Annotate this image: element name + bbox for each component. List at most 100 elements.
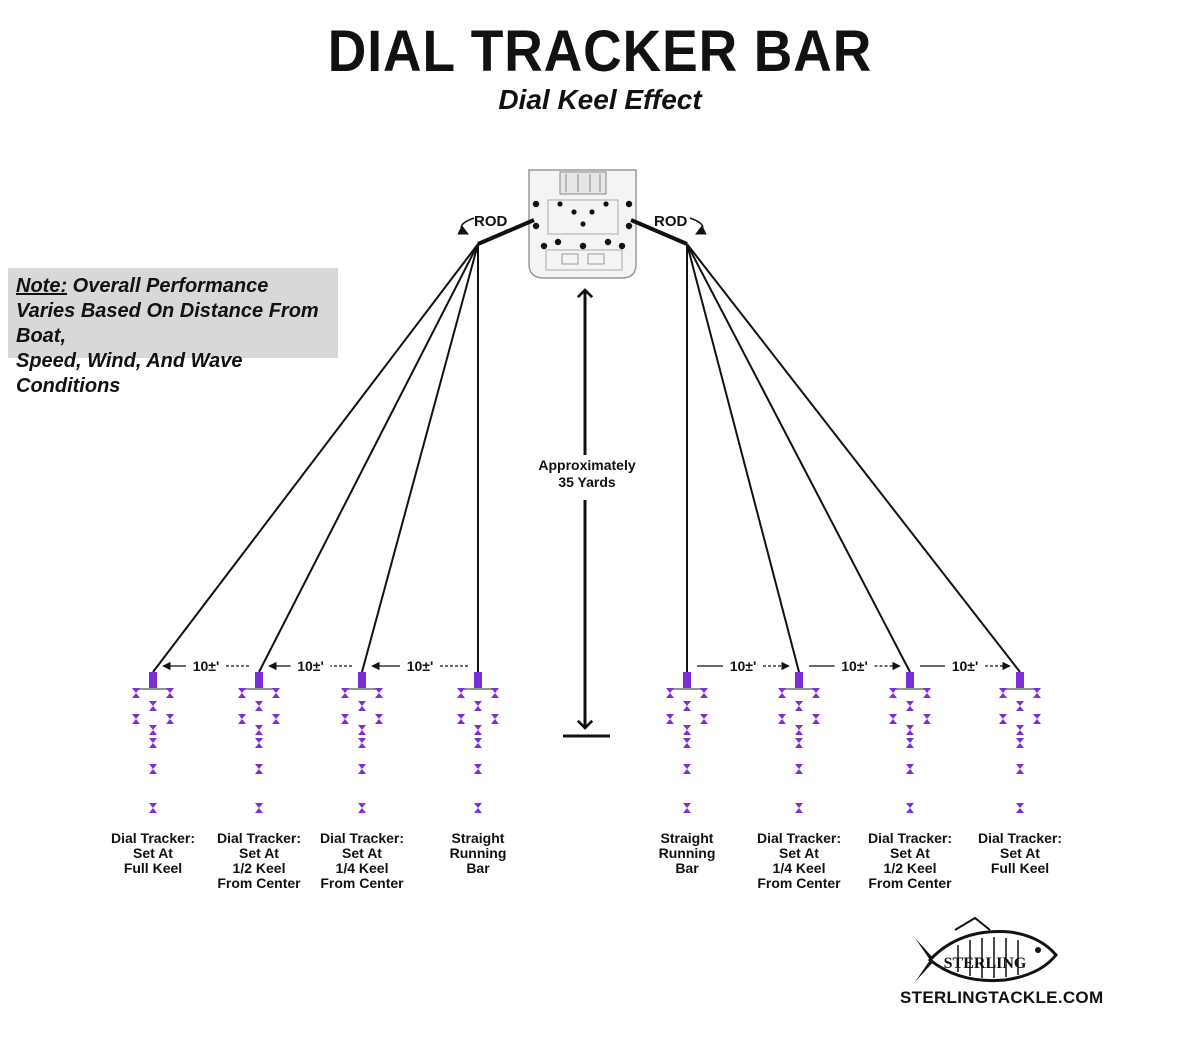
tracker-bar [132,672,174,813]
lure-icon [341,688,349,698]
lure-icon [1016,701,1024,711]
lure-icon [795,738,803,748]
bar-post [683,672,691,688]
lure-icon [683,738,691,748]
sterling-fish-logo: STERLING [915,916,1058,983]
bar-post [149,672,157,688]
bar-label-line: Set At [890,845,930,861]
fishing-line [686,243,800,673]
rod-holders [532,200,633,250]
lure-icon [700,714,708,724]
note-line-3: Speed, Wind, And Wave Conditions [16,350,243,397]
boat-console [559,171,607,195]
lure-icon [149,738,157,748]
lure-icon [255,764,263,774]
bar-label-line: Bar [675,860,699,876]
lure-icon [255,725,263,735]
lure-icon [999,688,1007,698]
bar-post [474,672,482,688]
lure-icon [474,738,482,748]
fishing-line [686,243,911,673]
bar-label-line: 1/2 Keel [233,860,286,876]
spacing-label: 10±' [297,658,324,674]
spacing-arrow: 10±' [920,658,1011,674]
tracker-bar [778,672,820,813]
lure-icon [923,714,931,724]
fishing-line [152,243,479,673]
lure-icon [906,738,914,748]
fishing-line [361,243,479,673]
lure-icon [255,701,263,711]
lure-icon [683,701,691,711]
lure-icon [999,714,1007,724]
note-box: Note: Overall Performance Varies Based O… [8,268,338,397]
lure-icon [341,714,349,724]
tracker-bar [457,672,499,813]
lure-icon [889,688,897,698]
lure-icon [1033,688,1041,698]
lure-icon [149,725,157,735]
bar-label-line: Dial Tracker: [757,830,841,846]
lure-icon [358,701,366,711]
lure-icon [795,803,803,813]
brand-website: STERLINGTACKLE.COM [900,988,1104,1007]
bar-post [795,672,803,688]
rotate-arrow-left-icon [457,217,475,235]
bar-label-line: Set At [342,845,382,861]
lure-icon [255,738,263,748]
lure-icon [132,688,140,698]
bar-label-line: Running [659,845,716,861]
lure-icon [491,714,499,724]
bar-label-line: Dial Tracker: [868,830,952,846]
bar-label-line: Straight [452,830,505,846]
spacing-label: 10±' [952,658,979,674]
rod-right: ROD [630,213,707,246]
tracker-bar [999,672,1041,813]
lure-icon [238,688,246,698]
lure-icon [474,725,482,735]
boat-stern [528,169,637,279]
lure-icon [666,714,674,724]
lure-icon [778,714,786,724]
spacing-label: 10±' [841,658,868,674]
tracker-bar [666,672,708,813]
lure-icon [375,714,383,724]
lure-icon [1016,738,1024,748]
note-line-2: Varies Based On Distance From Boat, [16,300,319,347]
spacing-label: 10±' [193,658,220,674]
bar-label-line: Set At [239,845,279,861]
bar-label-line: From Center [320,875,404,891]
lure-icon [474,701,482,711]
spacing-arrow: 10±' [809,658,901,674]
lure-icon [132,714,140,724]
lure-icon [358,803,366,813]
bar-label-line: Set At [779,845,819,861]
lure-icon [906,725,914,735]
lure-icon [149,803,157,813]
bar-post [255,672,263,688]
spacing-label: 10±' [730,658,757,674]
lure-icon [474,803,482,813]
bar-label-line: Dial Tracker: [111,830,195,846]
bar-label-line: Dial Tracker: [978,830,1062,846]
bar-label-line: 1/2 Keel [884,860,937,876]
lure-icon [812,688,820,698]
lure-icon [375,688,383,698]
tracker-bars [132,672,1041,813]
lure-icon [149,764,157,774]
bar-label-line: From Center [868,875,952,891]
fishing-line [258,243,479,673]
lure-icon [700,688,708,698]
lure-icon [889,714,897,724]
distance-label-line-2: 35 Yards [558,474,616,490]
bar-label-line: Dial Tracker: [320,830,404,846]
bar-label-line: Dial Tracker: [217,830,301,846]
bar-label-line: Running [450,845,507,861]
lure-icon [683,725,691,735]
lure-icon [778,688,786,698]
distance-label-line-1: Approximately [538,457,635,473]
lure-icon [906,803,914,813]
lure-icon [255,803,263,813]
diagram-subtitle: Dial Keel Effect [498,84,702,115]
